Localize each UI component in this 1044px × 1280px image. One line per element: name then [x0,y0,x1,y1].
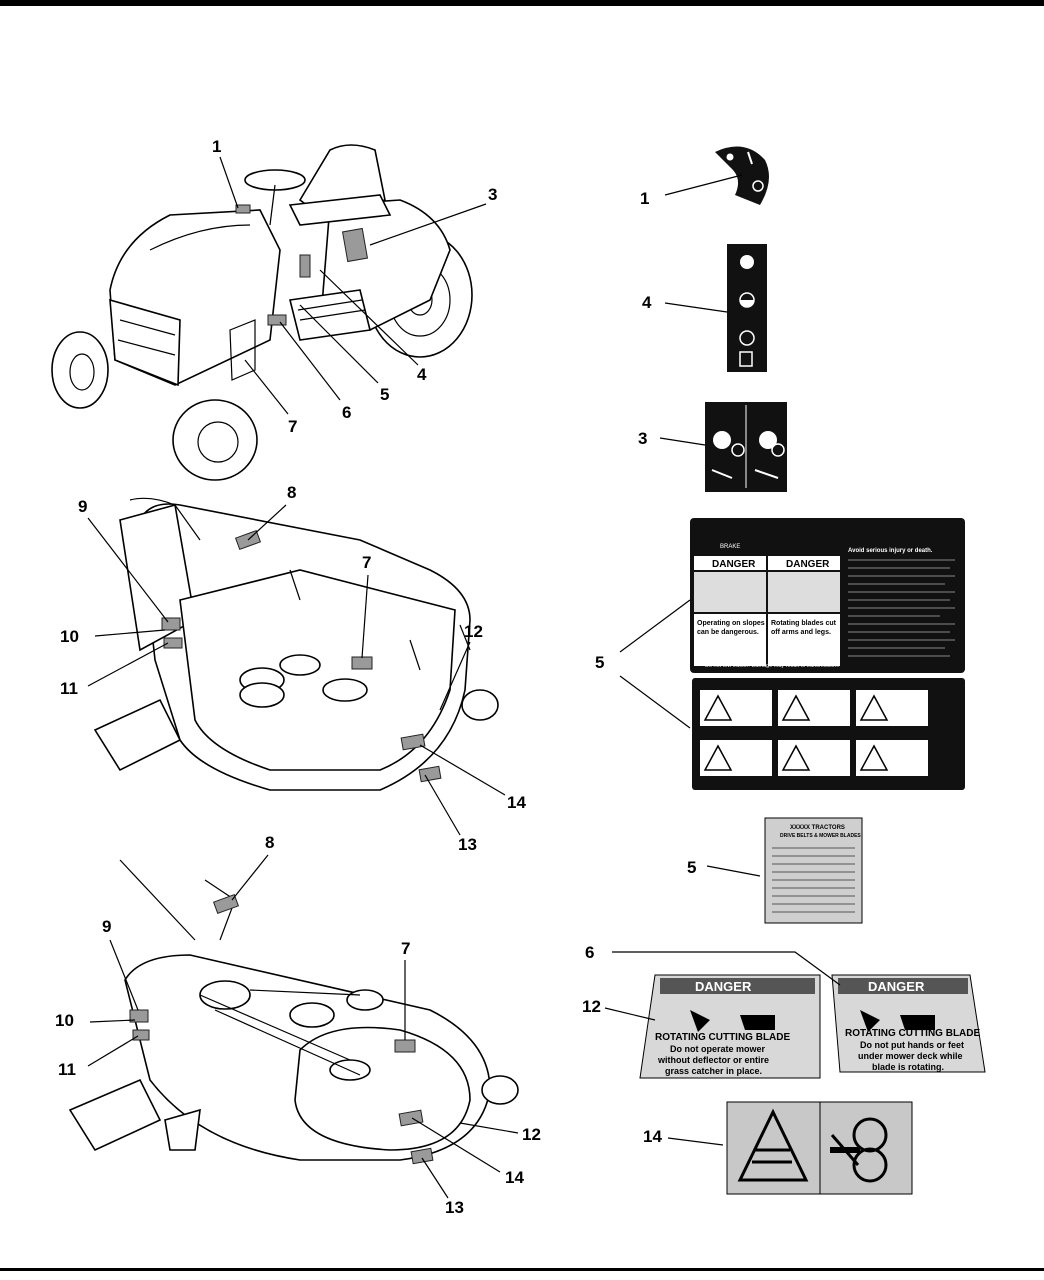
callout-tractor-7: 7 [288,417,297,436]
decal7-line1: Do not operate mower [670,1044,766,1054]
decal7-title: ROTATING CUTTING BLADE [655,1032,791,1043]
callout-decktop-11: 11 [60,679,78,698]
callout-decktop-8: 8 [287,483,296,502]
decal-callout-7: 12 [582,997,601,1016]
decal6-subtitle: DRIVE BELTS & MOWER BLADES [780,833,861,839]
callout-deckbot-13: 13 [445,1198,464,1217]
decal5-panel1-line1: Operating on slopes [697,620,765,627]
callout-decktop-14: 14 [507,793,526,812]
callout-decktop-7: 7 [362,553,371,572]
decal12-line3: blade is rotating. [872,1062,944,1072]
decal-3-stop-start: 3 [638,402,787,492]
decal6-title: XXXXX TRACTORS [790,825,845,831]
decal7-line2: without deflector or entire [657,1055,769,1065]
decal-12-blade-danger: DANGER ROTATING CUTTING BLADE Do not put… [585,943,986,1073]
decal5-panel2-line1: Rotating blades cut [771,620,837,627]
decal5-footer: Do not tow tractor! Damage may result to… [705,663,840,669]
decal12-title: ROTATING CUTTING BLADE [845,1028,981,1039]
callout-decktop-13: 13 [458,835,477,854]
callout-deckbot-7: 7 [401,939,410,958]
decal-callout-3: 3 [638,429,647,448]
callout-deckbot-9: 9 [102,917,111,936]
callout-deckbot-11: 11 [58,1060,76,1079]
callout-deckbot-14: 14 [505,1168,524,1187]
decal7-danger: DANGER [695,979,752,994]
mower-deck-bottom-illustration [68,859,519,1165]
decal5-panel2-line2: off arms and legs. [771,629,831,636]
decal5-heading: Avoid serious injury or death. [848,548,933,554]
decal7-line3: grass catcher in place. [665,1066,762,1076]
callout-tractor-1: 1 [212,137,221,156]
top-rule [0,0,1044,6]
decal-callout-12: 6 [585,943,594,962]
decal-7-blade-danger: DANGER ROTATING CUTTING BLADE Do not ope… [582,974,821,1079]
decal-callout-14: 14 [643,1127,662,1146]
callout-deckbot-10: 10 [55,1011,74,1030]
decal5-panel1-line2: can be dangerous. [697,629,759,636]
tractor-illustration [51,144,473,481]
callout-decktop-10: 10 [60,627,79,646]
decal-callout-6: 5 [687,858,696,877]
decal5-danger-1: DANGER [712,559,756,570]
decal-14-hand-warning: 14 [643,1101,913,1195]
decal12-line2: under mower deck while [858,1051,963,1061]
callout-decktop-12: 12 [464,622,483,641]
decal5-danger-2: DANGER [786,559,830,570]
callout-tractor-5: 5 [380,385,389,404]
callout-tractor-4: 4 [417,365,427,384]
decal-callout-5a: 5 [595,653,604,672]
callout-deckbot-12: 12 [522,1125,541,1144]
deck-bottom-callouts: 8 9 7 10 11 12 14 13 [55,833,541,1217]
tractor-callouts: 1 3 4 5 6 7 [212,137,497,436]
decal-6-parts-list: XXXXX TRACTORS DRIVE BELTS & MOWER BLADE… [687,817,863,924]
decal12-line1: Do not put hands or feet [860,1040,964,1050]
decal-callout-1: 1 [640,189,649,208]
deck-top-callouts: 8 9 7 10 12 11 14 13 [60,483,526,854]
decal5-brake-label: BRAKE [720,544,740,550]
callout-decktop-9: 9 [78,497,87,516]
decal-5-main-safety: BRAKE DANGER DANGER Operating on slopes … [595,518,965,790]
callout-tractor-3: 3 [488,185,497,204]
decal-1-ignition: 1 [640,146,769,208]
decal-callout-4: 4 [642,293,652,312]
bottom-rule [0,1268,1044,1271]
callout-deckbot-8: 8 [265,833,274,852]
callout-tractor-6: 6 [342,403,351,422]
decal-4-fuel-level: 4 [642,244,767,372]
mower-deck-top-illustration [93,497,499,791]
decal12-danger: DANGER [868,979,925,994]
